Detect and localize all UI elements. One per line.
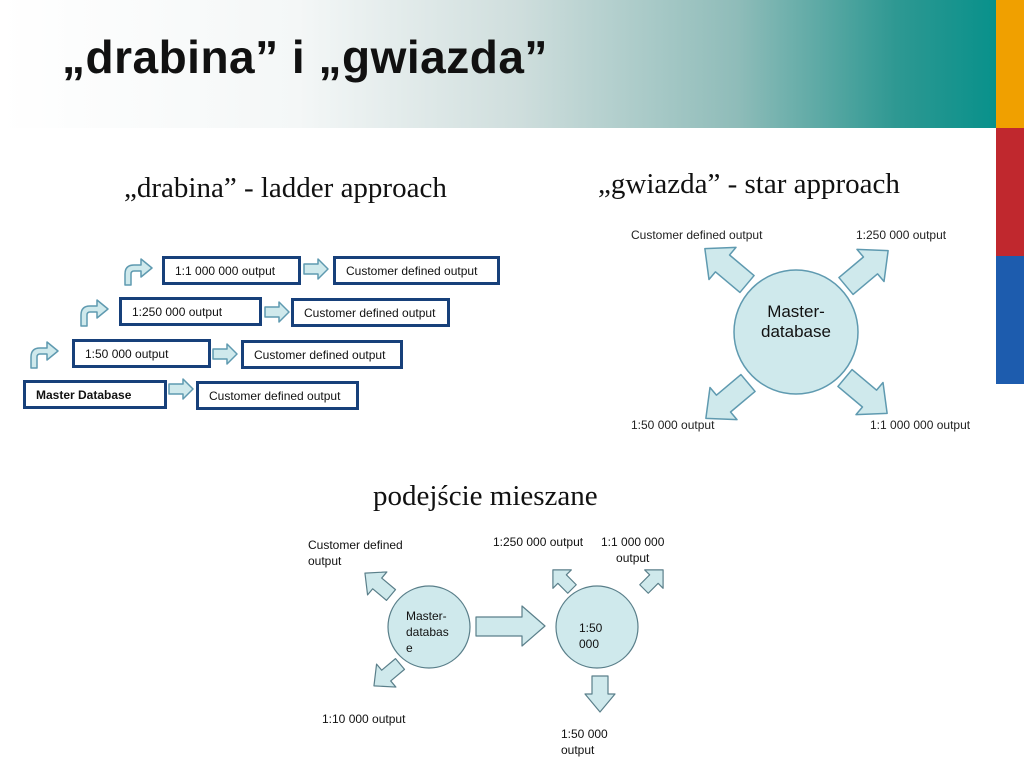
bent-arrow-icon <box>30 341 59 369</box>
mixed-arrow-1m-icon <box>639 569 664 594</box>
star-heading: „gwiazda” - star approach <box>598 168 900 200</box>
mixed-label-1m: 1:1 000 000 output <box>601 535 665 565</box>
mixed-master-circle <box>387 585 471 669</box>
mixed-heading: podejście mieszane <box>373 480 598 512</box>
mixed-arrow-customer-icon <box>364 571 397 601</box>
ladder-box-customer-3: Customer defined output <box>241 340 403 369</box>
star-center-label: Master- database <box>761 302 831 341</box>
ladder-box-customer-2: Customer defined output <box>291 298 450 327</box>
ladder-box-customer-1: Customer defined output <box>333 256 500 285</box>
star-label-top-left: Customer defined output <box>631 228 763 242</box>
ladder-box-1m: 1:1 000 000 output <box>162 256 301 285</box>
mixed-arrow-50k-icon <box>584 675 616 713</box>
star-center-circle <box>733 269 859 395</box>
title-band <box>0 0 996 128</box>
ladder-box-50k: 1:50 000 output <box>72 339 211 368</box>
ladder-box-customer-4: Customer defined output <box>196 381 359 410</box>
right-arrow-icon <box>264 301 290 323</box>
right-arrow-icon <box>212 343 238 365</box>
star-label-top-right: 1:250 000 output <box>856 228 947 242</box>
mixed-main-arrow-icon <box>475 605 546 647</box>
mixed-master-label: Master- databas e <box>406 609 449 655</box>
right-arrow-icon <box>303 258 329 280</box>
ladder-heading: „drabina” - ladder approach <box>124 172 447 204</box>
accent-bar-red <box>996 128 1024 256</box>
mixed-secondary-label: 1:50 000 <box>579 621 603 651</box>
accent-bar-orange <box>996 0 1024 128</box>
mixed-secondary-circle <box>555 585 639 669</box>
slide-title: „drabina” i „gwiazda” <box>62 31 548 83</box>
mixed-label-250k: 1:250 000 output <box>493 535 584 549</box>
star-label-bottom-right: 1:1 000 000 output <box>870 418 971 432</box>
bent-arrow-icon <box>124 258 153 286</box>
accent-bar-blue <box>996 256 1024 384</box>
mixed-label-customer: Customer defined output <box>308 538 403 568</box>
mixed-label-10k: 1:10 000 output <box>322 712 406 726</box>
mixed-arrow-250k-icon <box>552 569 577 594</box>
star-arrow-bottom-right-icon <box>837 368 888 416</box>
ladder-box-250k: 1:250 000 output <box>119 297 262 326</box>
bent-arrow-icon <box>80 299 109 327</box>
star-label-bottom-left: 1:50 000 output <box>631 418 715 432</box>
star-arrow-top-left-icon <box>704 246 755 294</box>
star-arrow-bottom-left-icon <box>705 373 756 421</box>
ladder-box-master: Master Database <box>23 380 167 409</box>
mixed-arrow-10k-icon <box>373 658 406 688</box>
right-arrow-icon <box>168 378 194 400</box>
star-arrow-top-right-icon <box>838 248 889 296</box>
mixed-label-50k: 1:50 000 output <box>561 727 608 757</box>
